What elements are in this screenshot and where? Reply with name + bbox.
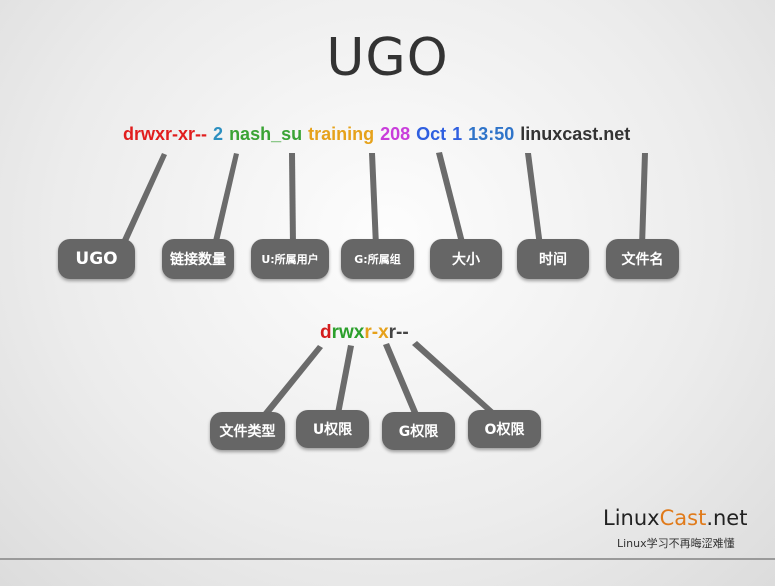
label-u-perm: U权限: [296, 410, 369, 448]
connector-owner: [289, 153, 296, 246]
ls-size: 208: [380, 124, 411, 144]
connector-links: [212, 153, 239, 246]
label-group: G:所属组: [341, 239, 414, 279]
ls-month: Oct: [416, 124, 447, 144]
brand-logo: LinuxCast.net: [603, 506, 747, 530]
connector-name: [639, 153, 648, 246]
connector-u: [335, 345, 354, 414]
ls-time: 13:50: [468, 124, 515, 144]
ls-g-perm: r-x: [165, 124, 189, 144]
connector-time: [525, 153, 543, 246]
ls-o-perm: r--: [188, 124, 208, 144]
connector-size: [436, 152, 466, 247]
connector-group: [369, 153, 379, 246]
brand-linux: Linux: [603, 506, 660, 530]
ls-type: d: [123, 124, 134, 144]
brand-cast: Cast: [659, 506, 707, 530]
brand-tagline: Linux学习不再晦涩难懂: [617, 537, 735, 550]
slide-title: UGO: [326, 28, 449, 88]
perm-g: r-x: [364, 322, 389, 343]
perm-o: r--: [388, 322, 409, 343]
label-g-perm: G权限: [382, 412, 455, 450]
brand-net: .net: [706, 506, 748, 530]
label-owner: U:所属用户: [251, 239, 329, 279]
bottom-divider: [0, 558, 775, 560]
ls-u-perm: rwx: [134, 124, 166, 144]
perm-u: rwx: [331, 322, 365, 343]
perm-string: drwxr-xr--: [320, 322, 409, 344]
ls-group: training: [308, 124, 375, 144]
connector-ugo: [120, 153, 167, 246]
ls-filename: linuxcast.net: [520, 124, 631, 144]
connector-g: [383, 343, 419, 416]
ls-day: 1: [452, 124, 463, 144]
label-time: 时间: [517, 239, 589, 279]
label-o-perm: O权限: [468, 410, 541, 448]
perm-type: d: [320, 322, 332, 343]
connector-type: [260, 345, 323, 420]
ls-owner: nash_su: [229, 124, 303, 144]
ls-links: 2: [213, 124, 224, 144]
label-filename: 文件名: [606, 239, 679, 279]
connector-o: [412, 341, 498, 418]
label-file-type: 文件类型: [210, 412, 285, 450]
label-size: 大小: [430, 239, 502, 279]
label-ugo: UGO: [58, 239, 135, 279]
label-links: 链接数量: [162, 239, 234, 279]
